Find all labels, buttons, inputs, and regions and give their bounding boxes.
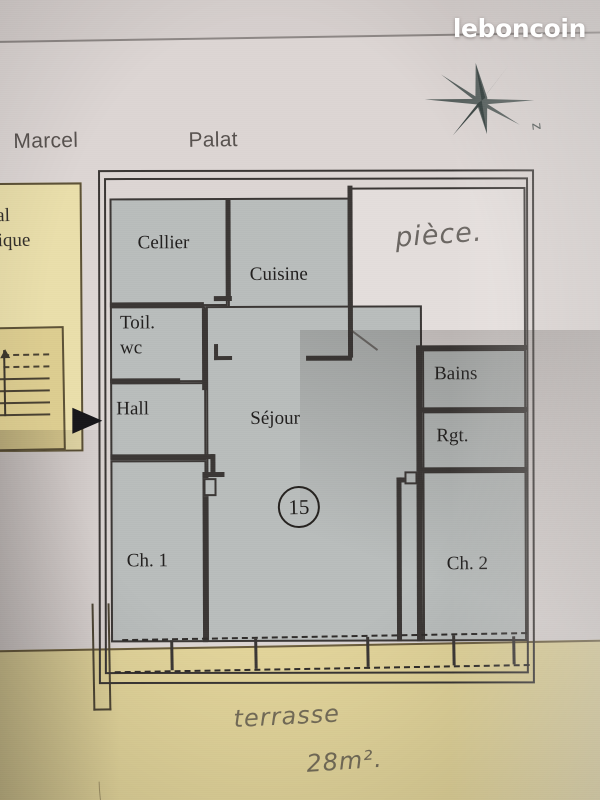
room-label-sejour: Séjour: [250, 407, 300, 429]
stairs-up-arrow-icon: [0, 349, 54, 417]
room-label-hall: Hall: [116, 398, 149, 420]
compass-north-letter: z: [527, 121, 546, 131]
wall-sejour-chambre2: [396, 477, 403, 642]
terrace-pier-5: [512, 636, 516, 665]
neighbour-parcel-label-line2: nique: [0, 229, 31, 252]
compass-rose-icon: z: [419, 56, 545, 148]
wall-bains-rangement: [420, 406, 529, 413]
neighbour-parcel-label: cal nique: [0, 201, 108, 253]
room-label-chambre-1: Ch. 1: [126, 550, 168, 572]
wall-chambre1-sejour: [202, 472, 209, 643]
room-label-rangement: Rgt.: [436, 425, 469, 447]
wall-chambre1-door-head: [202, 472, 225, 478]
handwriting-terrasse: terrasse: [232, 699, 341, 734]
leboncoin-watermark: leboncoin: [452, 14, 587, 43]
terrace-pier-2: [254, 638, 258, 669]
room-label-chambre-2: Ch. 2: [446, 553, 489, 575]
entrance-arrow-icon: [72, 407, 103, 434]
wall-rangement-chambre2: [420, 466, 529, 473]
room-label-bains: Bains: [434, 363, 478, 385]
street-label-marcel: Marcel: [13, 128, 79, 153]
street-label-palat: Palat: [188, 128, 239, 152]
door-jamb-chambre1: [203, 478, 217, 497]
wall-sejour-bains: [418, 344, 529, 351]
room-hall: [110, 382, 207, 461]
wall-toilettes-sejour: [201, 308, 208, 391]
wall-sejour-east: [416, 345, 423, 642]
room-label-toilettes: Toil. wc: [120, 310, 155, 360]
room-label-toilettes-line1: Toil.: [119, 312, 156, 334]
room-label-toilettes-line2: wc: [119, 337, 143, 359]
wall-cellier-toilettes: [109, 302, 204, 308]
wall-hall-chambre1: [110, 454, 215, 460]
neighbour-parcel-label-line1: cal: [0, 205, 11, 227]
room-label-cuisine: Cuisine: [249, 263, 308, 285]
wall-cellier-cuisine: [225, 200, 231, 301]
room-label-cellier: Cellier: [137, 232, 190, 254]
terrace-pier-3: [366, 636, 370, 667]
handwriting-terrasse-area: 28m².: [305, 744, 384, 778]
handwriting-piece: pièce.: [394, 216, 484, 254]
wall-toilettes-hall: [110, 378, 181, 384]
wall-cuisine-door-jamb: [213, 296, 232, 302]
terrace-pier-4: [452, 635, 456, 666]
wall-cuisine-south: [306, 355, 353, 361]
apartment-unit-15: Cellier Cuisine Toil. wc Hall Séjour Bai…: [109, 185, 529, 644]
terrace-pier-1: [170, 640, 174, 671]
door-jamb-chambre2: [404, 471, 418, 485]
fixture-wc-symbol-2: [214, 344, 219, 361]
